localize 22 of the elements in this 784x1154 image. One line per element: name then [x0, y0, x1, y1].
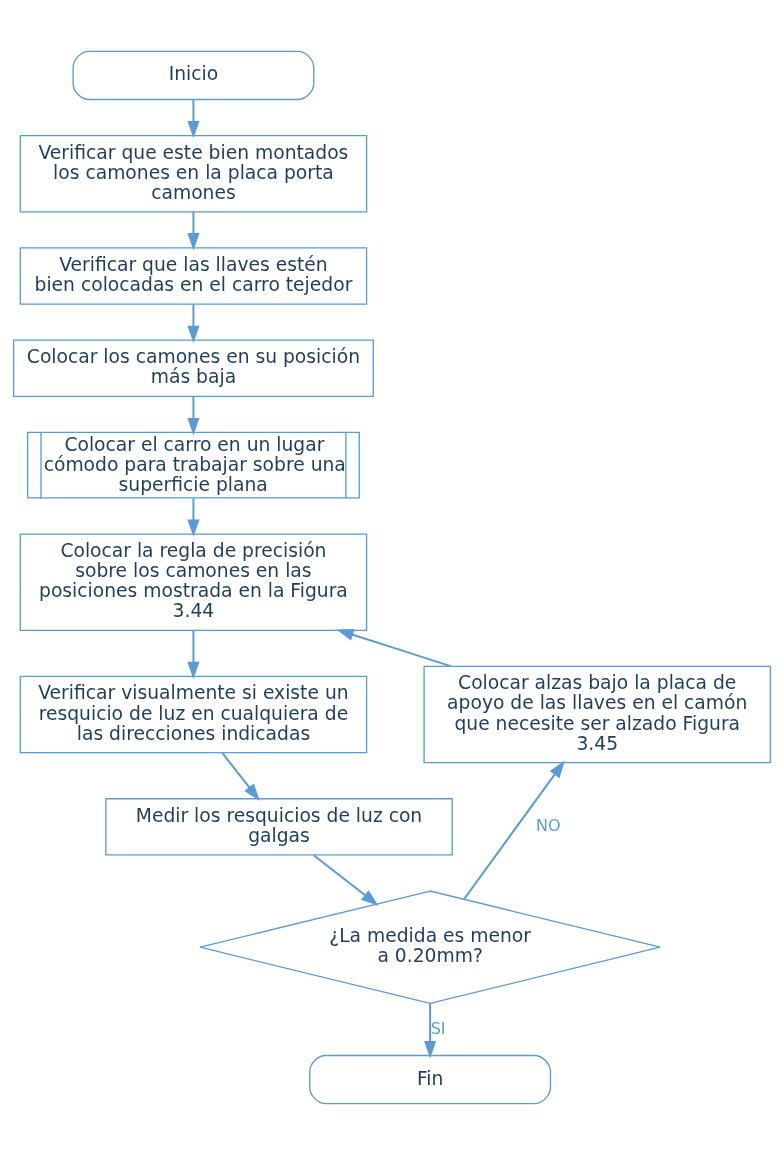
node-box: Medir los resquicios de luz con galgas	[105, 797, 453, 856]
arrow	[336, 628, 452, 667]
arrow	[187, 395, 200, 435]
node-box: Colocar los camones en su posición más baja	[12, 339, 374, 397]
node-box: Colocar alzas bajo la placa de apoyo de las llaves en el camón que necesite ser alzado Figura 3.45	[423, 665, 772, 763]
node-box: Inicio	[72, 50, 315, 100]
arrow	[187, 303, 200, 343]
arrow	[187, 497, 200, 537]
arrow	[187, 211, 200, 251]
arrow	[463, 760, 565, 900]
node-box: Colocar la regla de precisión sobre los camones en las posiciones mostrada en la Figura 3.44	[19, 532, 368, 631]
arrow	[424, 1003, 437, 1059]
arrow	[313, 853, 379, 906]
arrow	[187, 99, 200, 138]
node-box: Verificar visualmente si existe un resquicio de luz en cualquiera de las direcciones indicadas	[19, 675, 368, 753]
arrow	[221, 751, 260, 801]
arrow	[187, 629, 200, 679]
node-box: Verificar que este bien montados los camones en la placa porta camones	[19, 134, 368, 212]
node-box: Fin	[309, 1054, 552, 1104]
edge-label: SI	[430, 1018, 446, 1038]
edge-label: NO	[536, 815, 561, 835]
node-box: Verificar que las llaves estén bien colocadas en el carro tejedor	[19, 246, 368, 305]
